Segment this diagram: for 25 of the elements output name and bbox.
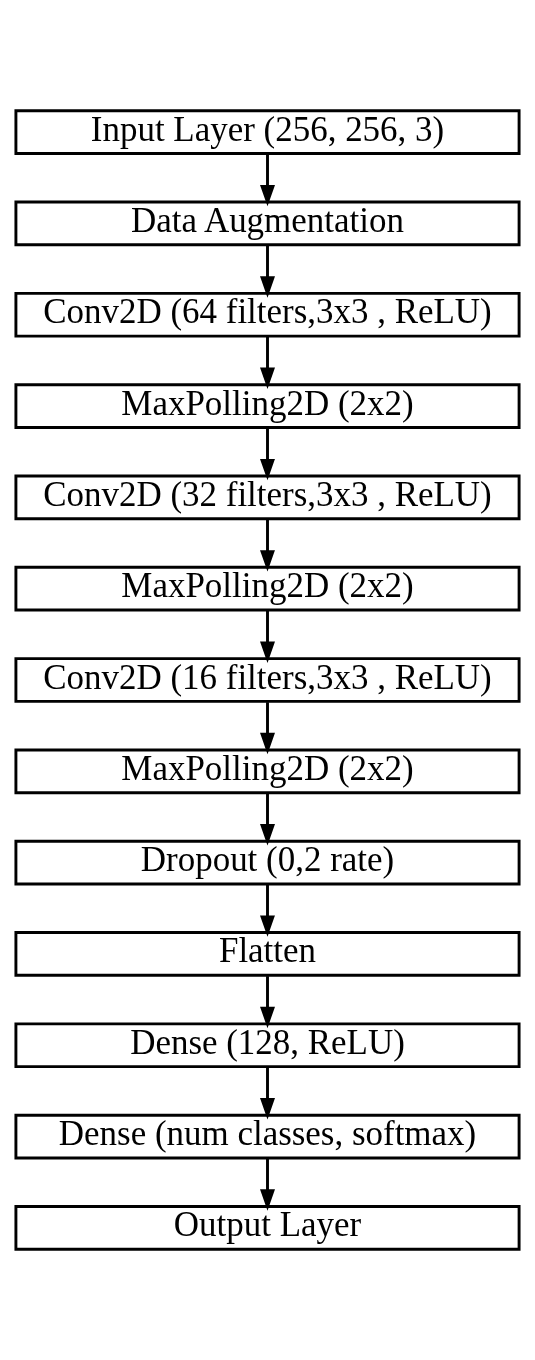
node-box: Output Layer xyxy=(14,1205,521,1251)
node-box: Conv2D (64 filters,3x3 , ReLU) xyxy=(14,291,521,338)
node-box: MaxPolling2D (2x2) xyxy=(14,383,521,429)
arrow xyxy=(260,154,275,207)
node-box: Dense (128, ReLU) xyxy=(14,1022,521,1069)
node-box: Conv2D (32 filters,3x3 , ReLU) xyxy=(14,474,521,521)
node-box: MaxPolling2D (2x2) xyxy=(14,565,521,612)
node-box: Dropout (0,2 rate) xyxy=(14,839,521,886)
arrow xyxy=(260,245,275,298)
arrow xyxy=(260,702,275,755)
node-box: MaxPolling2D (2x2) xyxy=(14,748,521,795)
node-box: Input Layer (256, 256, 3) xyxy=(14,109,521,155)
arrow xyxy=(260,610,275,663)
arrow xyxy=(260,337,275,389)
arrow xyxy=(260,1158,275,1211)
arrow xyxy=(260,793,275,846)
arrow xyxy=(260,428,275,481)
node-box: Dense (num classes, softmax) xyxy=(14,1113,521,1160)
arrow xyxy=(260,1067,275,1120)
arrow xyxy=(260,976,275,1029)
node-box: Data Augmentation xyxy=(14,200,521,247)
node-box: Flatten xyxy=(14,931,521,977)
arrow xyxy=(260,884,275,937)
node-box: Conv2D (16 filters,3x3 , ReLU) xyxy=(14,657,521,703)
arrow xyxy=(260,519,275,572)
